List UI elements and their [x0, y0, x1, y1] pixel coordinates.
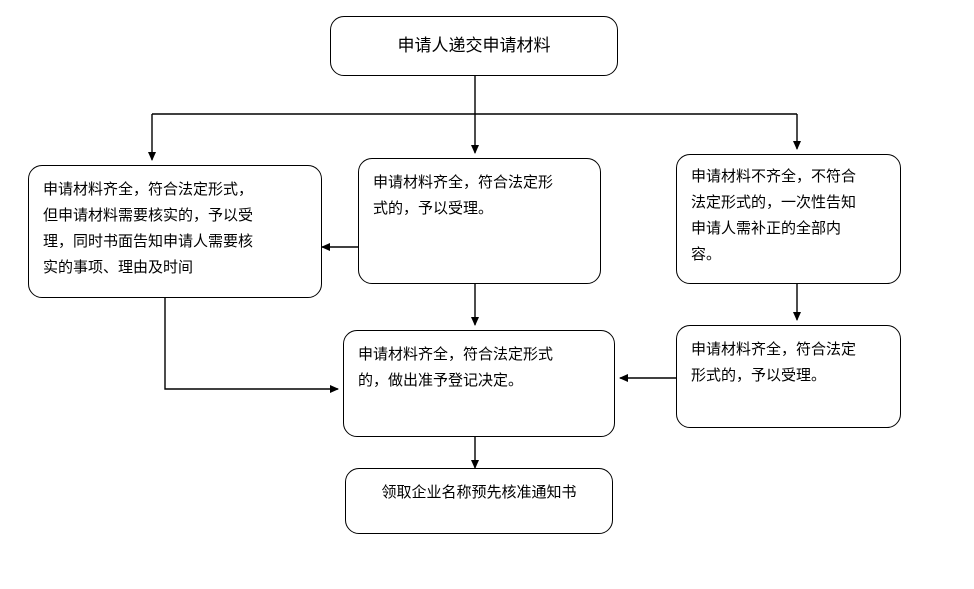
node-accept-complete[interactable]: 申请材料齐全，符合法定形 式的，予以受理。	[358, 158, 601, 284]
node-incomplete-notice-label: 申请材料不齐全，不符合 法定形式的，一次性告知 申请人需补正的全部内 容。	[691, 167, 857, 263]
node-start[interactable]: 申请人递交申请材料	[330, 16, 618, 76]
node-incomplete-notice[interactable]: 申请材料不齐全，不符合 法定形式的，一次性告知 申请人需补正的全部内 容。	[676, 154, 901, 284]
node-approve-registration[interactable]: 申请材料齐全，符合法定形式 的，做出准予登记决定。	[343, 330, 615, 437]
node-accept-after-fix-label: 申请材料齐全，符合法定 形式的，予以受理。	[691, 340, 857, 384]
node-receive-notice[interactable]: 领取企业名称预先核准通知书	[345, 468, 613, 534]
node-approve-registration-label: 申请材料齐全，符合法定形式 的，做出准予登记决定。	[358, 345, 554, 389]
node-accept-with-verify[interactable]: 申请材料齐全，符合法定形式， 但申请材料需要核实的，予以受 理，同时书面告知申请…	[28, 165, 322, 298]
edge-accept-with-verify-to-approve	[164, 297, 339, 393]
node-accept-with-verify-label: 申请材料齐全，符合法定形式， 但申请材料需要核实的，予以受 理，同时书面告知申请…	[43, 180, 254, 276]
edge-start-bus	[152, 76, 797, 115]
node-start-label: 申请人递交申请材料	[397, 36, 551, 56]
node-accept-after-fix[interactable]: 申请材料齐全，符合法定 形式的，予以受理。	[676, 325, 901, 428]
node-accept-complete-label: 申请材料齐全，符合法定形 式的，予以受理。	[373, 173, 554, 217]
node-receive-notice-label: 领取企业名称预先核准通知书	[381, 483, 577, 501]
